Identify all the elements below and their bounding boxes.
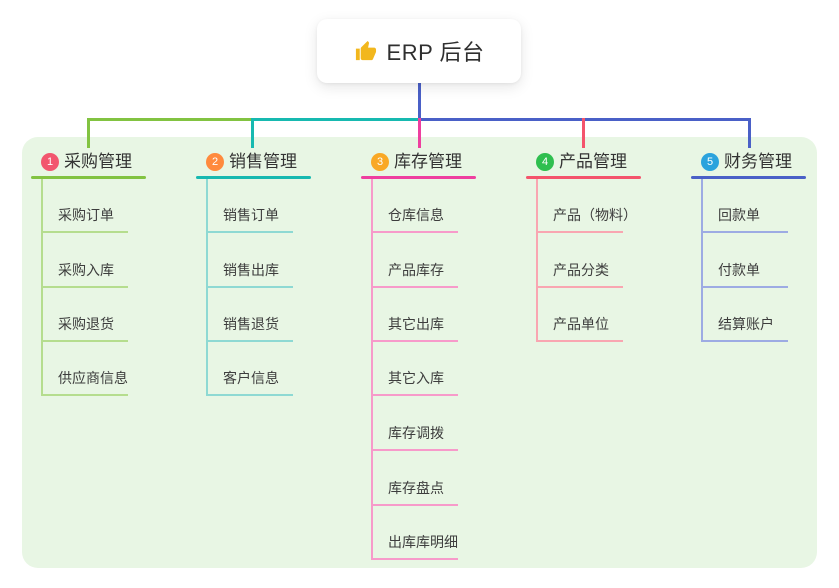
bus-line-purchase: [87, 118, 254, 121]
child-node[interactable]: 销售退货: [223, 316, 279, 332]
drop-line-purchase: [87, 118, 90, 148]
branch-inventory: 3 库存管理 仓库信息 产品库存 其它出库 其它入库 库存调拨 库存盘点 出库库…: [361, 146, 521, 568]
branch-title[interactable]: 采购管理: [64, 152, 132, 171]
child-underline: [41, 286, 128, 288]
mindmap-canvas-panel: [22, 137, 817, 568]
root-title: ERP 后台: [386, 40, 485, 65]
branch-number-badge: 4: [536, 153, 554, 171]
root-node[interactable]: ERP 后台: [317, 19, 521, 83]
child-node[interactable]: 库存调拨: [388, 425, 444, 441]
child-underline: [701, 231, 788, 233]
child-node[interactable]: 其它出库: [388, 316, 444, 332]
child-node[interactable]: 仓库信息: [388, 207, 444, 223]
root-connector-line: [418, 83, 421, 120]
branch-underline: [31, 176, 146, 179]
child-underline: [41, 231, 128, 233]
branch-title[interactable]: 库存管理: [394, 152, 462, 171]
branch-spine: [371, 179, 373, 560]
branch-number-badge: 5: [701, 153, 719, 171]
child-node[interactable]: 产品分类: [553, 262, 609, 278]
thumbs-up-icon: [354, 40, 377, 63]
child-node[interactable]: 产品库存: [388, 262, 444, 278]
branch-underline: [196, 176, 311, 179]
child-underline: [371, 286, 458, 288]
branch-product: 4 产品管理 产品（物料） 产品分类 产品单位: [526, 146, 686, 568]
child-underline: [701, 286, 788, 288]
child-underline: [536, 286, 623, 288]
child-underline: [41, 394, 128, 396]
child-node[interactable]: 付款单: [718, 262, 760, 278]
child-underline: [371, 558, 458, 560]
bus-line-sales: [251, 118, 420, 121]
child-node[interactable]: 库存盘点: [388, 480, 444, 496]
branch-spine: [701, 179, 703, 342]
branch-underline: [526, 176, 641, 179]
child-node[interactable]: 回款单: [718, 207, 760, 223]
branch-number-badge: 3: [371, 153, 389, 171]
child-node[interactable]: 供应商信息: [58, 370, 128, 386]
branch-finance: 5 财务管理 回款单 付款单 结算账户: [691, 146, 839, 568]
branch-title[interactable]: 销售管理: [229, 152, 297, 171]
branch-underline: [691, 176, 806, 179]
child-underline: [701, 340, 788, 342]
child-underline: [41, 340, 128, 342]
drop-line-product: [582, 118, 585, 148]
branch-number-badge: 2: [206, 153, 224, 171]
drop-line-inventory: [418, 118, 421, 148]
child-node[interactable]: 产品单位: [553, 316, 609, 332]
child-node[interactable]: 产品（物料）: [553, 207, 637, 223]
child-node[interactable]: 客户信息: [223, 370, 279, 386]
drop-line-sales: [251, 118, 254, 148]
child-node[interactable]: 出库库明细: [388, 534, 458, 550]
branch-purchase: 1 采购管理 采购订单 采购入库 采购退货 供应商信息: [31, 146, 191, 568]
drop-line-finance: [748, 118, 751, 148]
child-underline: [371, 231, 458, 233]
branch-spine: [536, 179, 538, 342]
child-underline: [536, 231, 623, 233]
child-node[interactable]: 采购订单: [58, 207, 114, 223]
child-node[interactable]: 采购入库: [58, 262, 114, 278]
child-underline: [536, 340, 623, 342]
child-underline: [371, 394, 458, 396]
branch-title[interactable]: 财务管理: [724, 152, 792, 171]
branch-number-badge: 1: [41, 153, 59, 171]
child-node[interactable]: 销售订单: [223, 207, 279, 223]
child-node[interactable]: 其它入库: [388, 370, 444, 386]
child-node[interactable]: 结算账户: [718, 316, 774, 332]
branch-sales: 2 销售管理 销售订单 销售出库 销售退货 客户信息: [196, 146, 356, 568]
child-underline: [371, 504, 458, 506]
child-underline: [371, 340, 458, 342]
child-underline: [371, 449, 458, 451]
child-underline: [206, 231, 293, 233]
branch-underline: [361, 176, 476, 179]
child-node[interactable]: 销售出库: [223, 262, 279, 278]
branch-title[interactable]: 产品管理: [559, 152, 627, 171]
child-node[interactable]: 采购退货: [58, 316, 114, 332]
child-underline: [206, 394, 293, 396]
child-underline: [206, 340, 293, 342]
child-underline: [206, 286, 293, 288]
